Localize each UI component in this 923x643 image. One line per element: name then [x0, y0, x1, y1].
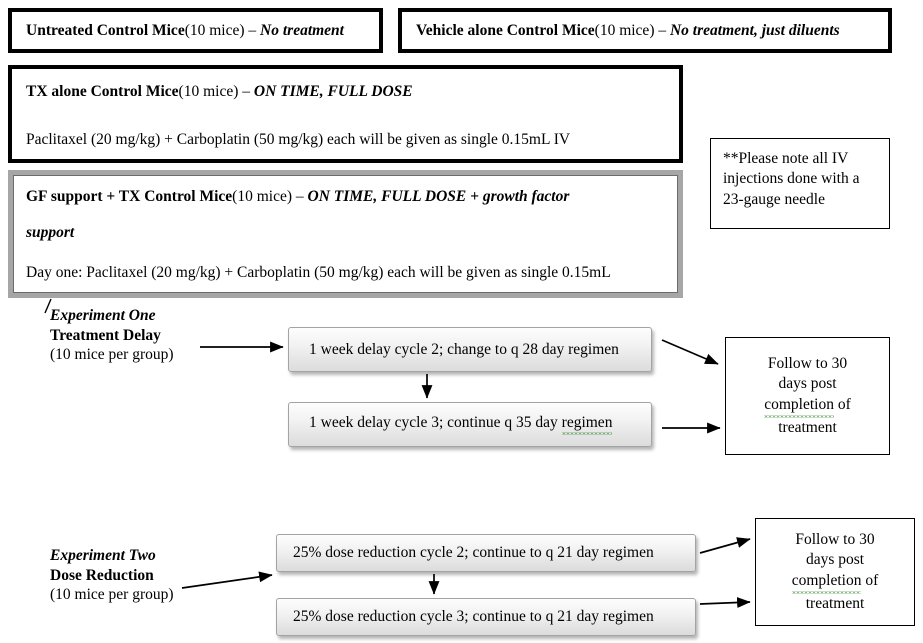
control-group-box-untreated: Untreated Control Mice(10 mice) – No tre… [8, 8, 383, 53]
control-group-vehicle-text: Vehicle alone Control Mice(10 mice) – No… [416, 22, 840, 40]
control-group-tx-alone-detail: Paclitaxel (20 mg/kg) + Carboplatin (50 … [26, 130, 571, 148]
step-label: 25% dose reduction cycle 3; continue to … [293, 608, 654, 625]
outcome-line-1: Follow to 30 [767, 355, 848, 372]
gf-support-emphasis-line2: support [26, 223, 75, 241]
group-count: (10 mice) [178, 83, 239, 100]
gf-support-inner: GF support + TX Control Mice(10 mice) – … [13, 175, 678, 293]
experiment-one-group-size: (10 mice per group) [50, 346, 174, 364]
experiment-one-label: Experiment One Treatment Delay (10 mice … [50, 306, 174, 365]
group-title: Vehicle alone Control Mice [416, 21, 595, 39]
group-dash: – [244, 21, 261, 39]
experiment-one-name: Experiment One [50, 307, 156, 324]
outcome-line-3-rest: of [833, 395, 851, 413]
step-label-text: 1 week delay cycle 3; continue q 35 day [309, 414, 562, 431]
control-group-box-tx-alone: TX alone Control Mice(10 mice) – ON TIME… [8, 65, 683, 163]
group-count: (10 mice) [594, 21, 655, 39]
group-dash: – [654, 21, 670, 39]
experiment-one-step-2[interactable]: 1 week delay cycle 3; continue q 35 day … [288, 402, 652, 447]
control-group-tx-alone-title: TX alone Control Mice(10 mice) – ON TIME… [26, 83, 679, 101]
experiment-two-step-2[interactable]: 25% dose reduction cycle 3; continue to … [276, 598, 696, 636]
arrow-exp2-step2-to-outcome [699, 597, 751, 608]
arrow-exp1-step1-to-outcome [661, 339, 719, 365]
experiment-one-step-1[interactable]: 1 week delay cycle 2; change to q 28 day… [288, 327, 652, 372]
group-title: Untreated Control Mice [26, 21, 185, 39]
group-emphasis: No treatment [260, 21, 344, 39]
gf-support-detail: Day one: Paclitaxel (20 mg/kg) + Carbopl… [26, 263, 611, 281]
group-dash: – [292, 188, 308, 205]
group-title: GF support + TX Control Mice [26, 188, 233, 205]
arrow-exp2-step1-to-outcome [699, 537, 751, 554]
outcome-line-3-rest: of [861, 571, 879, 589]
outcome-line-4: treatment [805, 595, 865, 613]
misspelled-word: completion [764, 394, 834, 418]
outcome-line-2: days post [778, 375, 837, 393]
outcome-line-1: Follow to 30 [795, 531, 875, 548]
experiment-two-outcome-box: Follow to 30 days post completion of tre… [755, 518, 915, 626]
control-group-untreated-text: Untreated Control Mice(10 mice) – No tre… [26, 22, 344, 40]
arrow-exp2-label-to-step1 [181, 571, 273, 589]
control-group-box-gf-support: GF support + TX Control Mice(10 mice) – … [8, 170, 683, 298]
note-line-3: 23-gauge needle [723, 190, 825, 208]
group-emphasis: No treatment, just diluents [669, 21, 840, 39]
experiment-one-subtitle: Treatment Delay [50, 326, 161, 344]
iv-injection-note-box: **Please note all IV injections done wit… [710, 138, 890, 229]
outcome-line-4: treatment [778, 419, 837, 437]
note-line-1: **Please note all IV [723, 150, 849, 167]
gf-support-title: GF support + TX Control Mice(10 mice) – … [26, 188, 667, 206]
outcome-line-3: completion of [756, 570, 914, 594]
outcome-line-2: days post [805, 551, 865, 569]
experiment-two-group-size: (10 mice per group) [50, 586, 174, 604]
note-line-2: injections done with a [723, 170, 860, 188]
experiment-two-subtitle: Dose Reduction [50, 566, 154, 584]
group-count: (10 mice) [232, 188, 292, 205]
experiment-two-label: Experiment Two Dose Reduction (10 mice p… [50, 546, 174, 605]
group-emphasis: ON TIME, FULL DOSE [253, 83, 413, 100]
step-label: 1 week delay cycle 3; continue q 35 day … [309, 414, 613, 435]
experiment-two-step-1[interactable]: 25% dose reduction cycle 2; continue to … [276, 534, 696, 572]
group-count: (10 mice) [184, 21, 245, 39]
group-title: TX alone Control Mice [26, 83, 179, 100]
group-emphasis: ON TIME, FULL DOSE + growth factor [307, 188, 570, 205]
experiment-one-outcome-box: Follow to 30 days post completion of tre… [725, 337, 890, 455]
step-label: 25% dose reduction cycle 2; continue to … [293, 544, 654, 561]
step-label: 1 week delay cycle 2; change to q 28 day… [309, 340, 619, 358]
outcome-line-3: completion of [726, 394, 889, 418]
misspelled-word: completion [791, 570, 862, 594]
group-dash: – [238, 83, 254, 100]
control-group-box-vehicle: Vehicle alone Control Mice(10 mice) – No… [398, 8, 892, 53]
misspelled-word: regimen [561, 414, 613, 435]
experiment-two-name: Experiment Two [50, 547, 156, 564]
